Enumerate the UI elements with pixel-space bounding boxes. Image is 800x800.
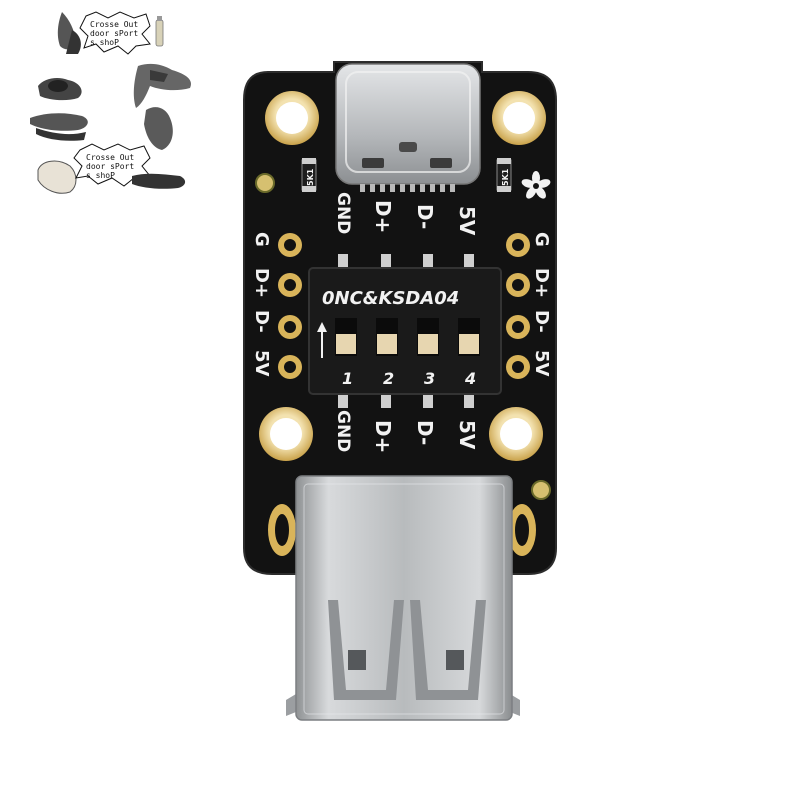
on-arrow-icon: [317, 322, 327, 358]
top-label-5v: 5V: [455, 206, 479, 236]
collage-shoe-4: [144, 107, 173, 150]
bottom-label-dplus: D+: [371, 420, 395, 453]
switch-number-3: 3: [424, 369, 435, 388]
dip-switch-slot-3[interactable]: [417, 318, 439, 356]
mounting-hole-top-right: [492, 91, 546, 145]
right-header-pads: [506, 233, 530, 379]
usb-a-connector: [286, 475, 520, 721]
left-label-5v: 5V: [251, 350, 272, 377]
top-label-gnd: GND: [333, 192, 353, 234]
collage-hat: [37, 160, 77, 194]
resistor-right-label: 5K1: [501, 168, 510, 186]
flower-logo: [521, 171, 551, 199]
dip-switch-slot-1[interactable]: [335, 318, 357, 356]
top-label-dplus: D+: [371, 200, 395, 233]
usb-breakout-board: 5K1 5K1: [243, 61, 557, 721]
dip-switch-model: 0NC&KSDA04: [322, 288, 459, 309]
stamp-bottom-line-1: Crosse Out: [86, 153, 134, 162]
left-label-g: G: [251, 232, 272, 247]
mounting-hole-top-left: [265, 91, 319, 145]
dip-switch-pins-bottom: [338, 392, 474, 408]
stamp-bottom-line-3: s shoP: [86, 171, 115, 180]
mounting-hole-mid-left: [259, 407, 313, 461]
stamp-top-line-1: Crosse Out: [90, 20, 138, 29]
collage-stamp-top: Crosse Out door sPort s shoP: [79, 11, 151, 55]
right-label-5v: 5V: [531, 350, 552, 377]
top-label-dminus: D-: [413, 204, 437, 229]
right-label-dplus: D+: [531, 268, 552, 298]
stamp-top-line-3: s shoP: [90, 38, 119, 47]
fiducial-right: [531, 480, 551, 500]
resistor-left-label: 5K1: [306, 168, 315, 186]
collage-shoe-2: [38, 78, 82, 101]
bottom-label-dminus: D-: [413, 420, 437, 445]
right-label-g: G: [531, 232, 552, 247]
thumbnail-collage: Crosse Out door sPort s shoP Crosse: [30, 11, 192, 194]
bottom-label-5v: 5V: [455, 420, 479, 450]
collage-shoe-3: [30, 113, 88, 141]
collage-boot: [133, 63, 192, 108]
usb-c-connector: [335, 63, 481, 192]
bottom-pin-labels: GND D+ D- 5V: [333, 410, 479, 453]
left-label-dplus: D+: [251, 268, 272, 298]
left-header-pads: [278, 233, 302, 379]
left-pin-labels: G D+ D- 5V: [251, 232, 272, 377]
dip-switch: 0NC&KSDA04 1 2: [308, 254, 502, 408]
left-label-dminus: D-: [251, 310, 272, 333]
usb-a-side-pads: [268, 504, 536, 556]
switch-number-1: 1: [342, 369, 353, 388]
switch-number-4: 4: [464, 369, 476, 388]
dip-switch-pins-top: [338, 254, 474, 270]
right-pin-labels: G D+ D- 5V: [531, 232, 552, 377]
usb-a-spring-left: [328, 600, 404, 700]
right-label-dminus: D-: [531, 310, 552, 333]
dip-switch-slot-2[interactable]: [376, 318, 398, 356]
mounting-hole-mid-right: [489, 407, 543, 461]
collage-shoe-1: [57, 12, 81, 54]
stamp-top-line-2: door sPort: [90, 29, 138, 38]
resistor-left: 5K1: [301, 158, 317, 192]
stamp-bottom-line-2: door sPort: [86, 162, 134, 171]
collage-bottle: [155, 16, 164, 47]
top-pin-labels: GND D+ D- 5V: [333, 192, 479, 236]
dip-switch-slot-4[interactable]: [458, 318, 480, 356]
usb-a-spring-right: [410, 600, 486, 700]
fiducial-left: [255, 173, 275, 193]
switch-number-2: 2: [383, 369, 394, 388]
resistor-right: 5K1: [496, 158, 512, 192]
collage-sandal: [132, 173, 186, 189]
bottom-label-gnd: GND: [333, 410, 353, 452]
